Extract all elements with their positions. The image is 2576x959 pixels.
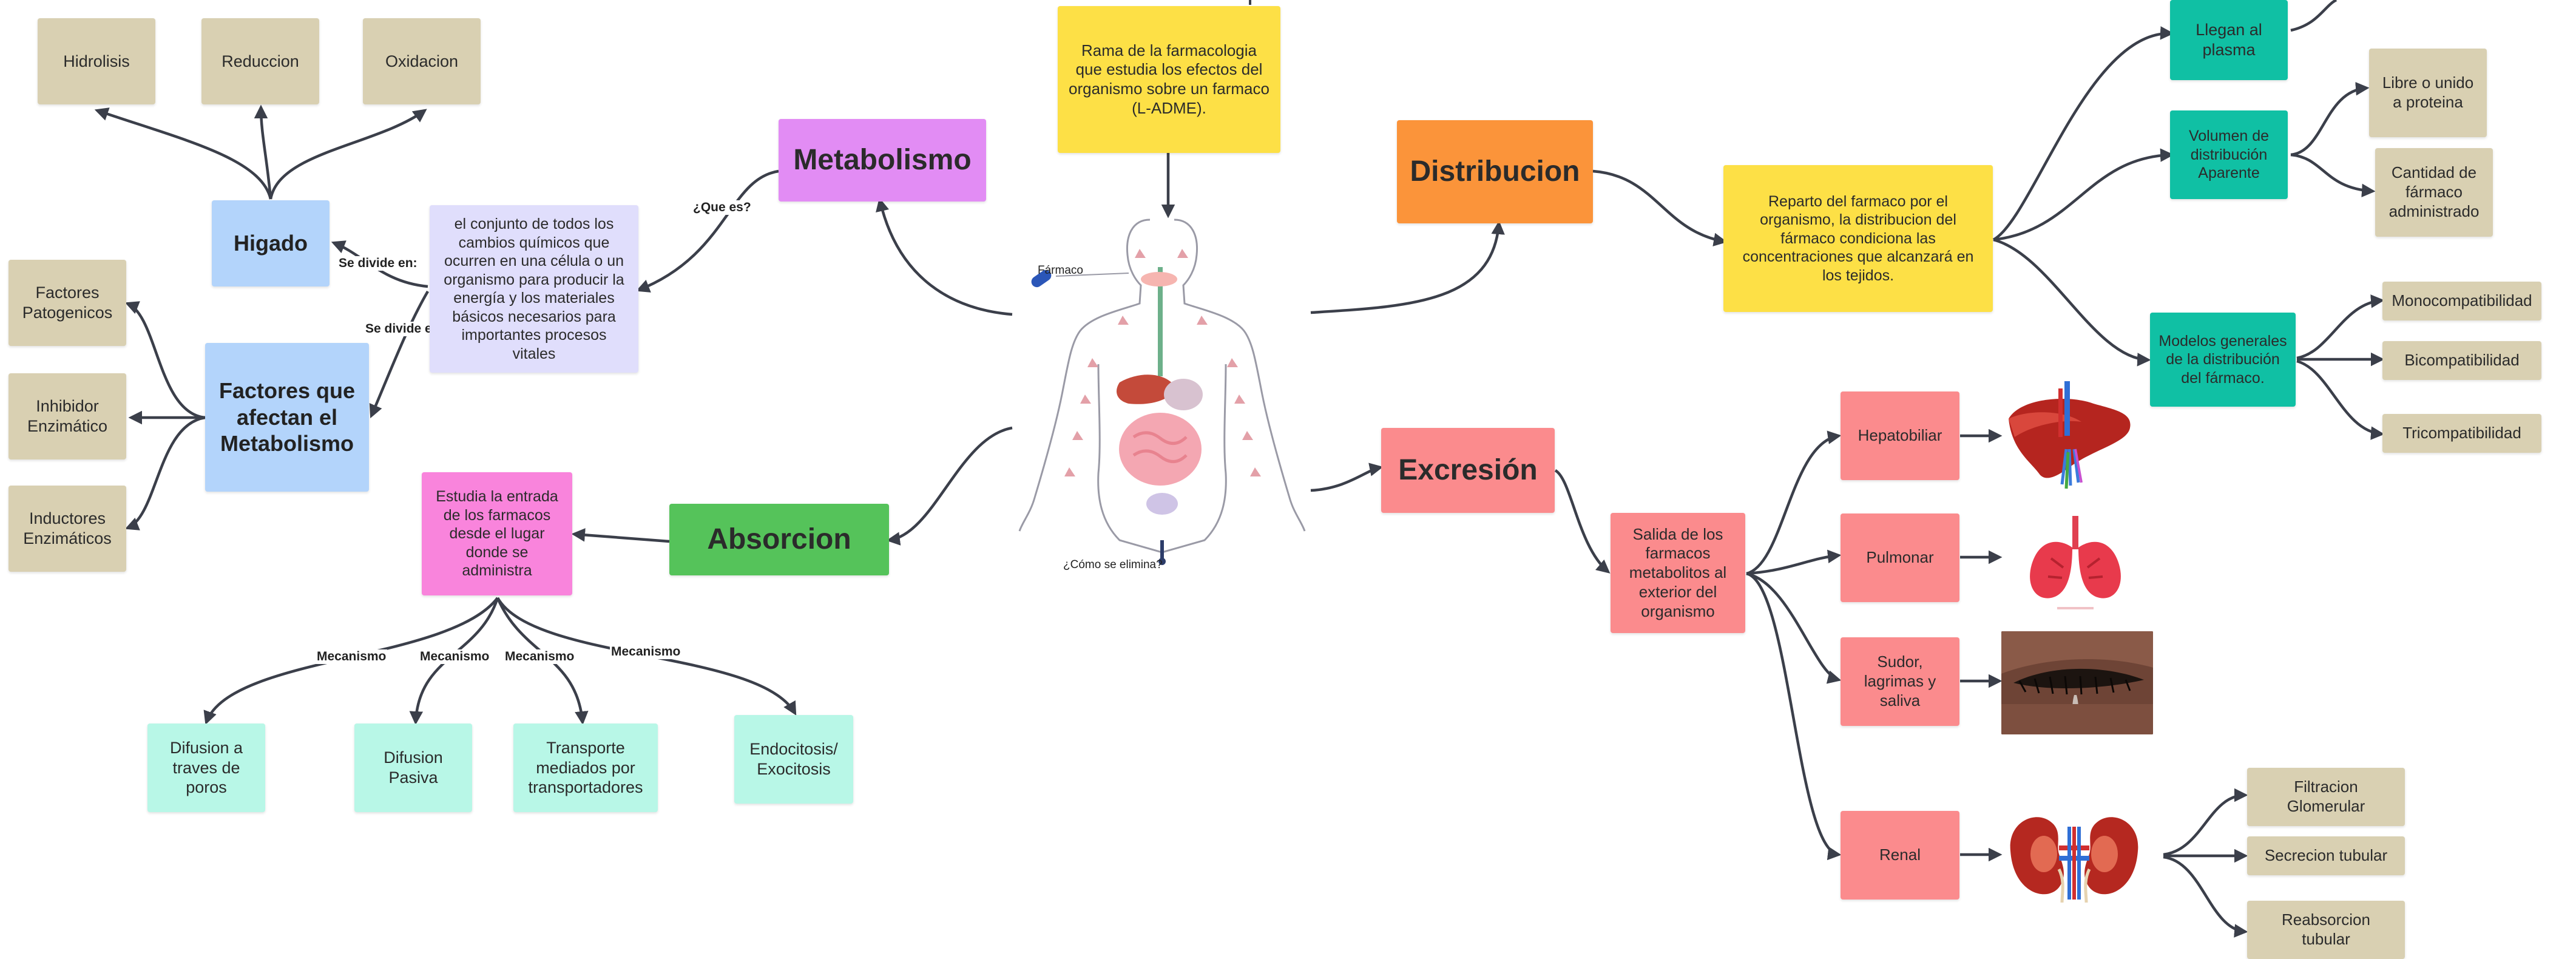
- factores-child-inhibidor[interactable]: Inhibidor Enzimático: [8, 373, 126, 459]
- center-definition-node[interactable]: Rama de la farmacologia que estudia los …: [1058, 6, 1280, 153]
- edge-label-que-es: ¿Que es?: [692, 200, 752, 215]
- metabolismo-node[interactable]: Metabolismo: [779, 119, 986, 202]
- mechanism-transporte[interactable]: Transporte mediados por transportadores: [513, 723, 658, 812]
- tear-eye-icon: [2001, 631, 2153, 734]
- human-body-icon: [1018, 219, 1306, 565]
- mechanism-endocitosis[interactable]: Endocitosis/ Exocitosis: [734, 715, 853, 804]
- absorcion-definition-node[interactable]: Estudia la entrada de los farmacos desde…: [422, 472, 572, 595]
- volumen-child-cantidad[interactable]: Cantidad de fármaco administrado: [2375, 148, 2493, 237]
- route-sudor[interactable]: Sudor, lagrimas y saliva: [1841, 637, 1959, 726]
- route-renal[interactable]: Renal: [1841, 811, 1959, 900]
- edge-label-mecanismo-2: Mecanismo: [419, 649, 491, 664]
- modelos-child-tri[interactable]: Tricompatibilidad: [2382, 414, 2541, 453]
- higado-node[interactable]: Higado: [212, 200, 330, 286]
- absorcion-node[interactable]: Absorcion: [669, 504, 889, 575]
- route-hepatobiliar[interactable]: Hepatobiliar: [1841, 391, 1959, 480]
- lungs-image: [2015, 510, 2136, 613]
- renal-child-secrecion[interactable]: Secrecion tubular: [2247, 836, 2405, 875]
- edge-label-mecanismo-1: Mecanismo: [316, 649, 388, 664]
- mechanism-difusion-poros[interactable]: Difusion a traves de poros: [147, 723, 265, 812]
- higado-child-oxidacion[interactable]: Oxidacion: [363, 18, 481, 104]
- factores-child-inductores[interactable]: Inductores Enzimáticos: [8, 486, 126, 572]
- distribucion-node[interactable]: Distribucion: [1397, 120, 1593, 223]
- excresion-definition-node[interactable]: Salida de los farmacos metabolitos al ex…: [1611, 513, 1745, 633]
- tear-eye-image: [2001, 631, 2153, 734]
- elimination-question-label: ¿Cómo se elimina?: [1063, 558, 1163, 571]
- liver-icon: [2009, 381, 2131, 489]
- kidneys-image: [2001, 802, 2147, 906]
- distribucion-definition-node[interactable]: Reparto del farmaco por el organismo, la…: [1723, 165, 1993, 312]
- edge-label-mecanismo-4: Mecanismo: [610, 645, 682, 659]
- distribucion-modelos-node[interactable]: Modelos generales de la distribución del…: [2150, 313, 2296, 407]
- mechanism-difusion-pasiva[interactable]: Difusion Pasiva: [354, 723, 472, 812]
- liver-image: [2003, 376, 2136, 498]
- drug-label: Fármaco: [1038, 264, 1083, 277]
- edge-label-se-divide-e: Se divide e: [364, 322, 433, 336]
- lungs-icon: [2030, 516, 2121, 609]
- factores-child-patogenicos[interactable]: Factores Patogenicos: [8, 260, 126, 346]
- human-body-illustration: [1001, 212, 1323, 577]
- route-pulmonar[interactable]: Pulmonar: [1841, 513, 1959, 602]
- volumen-child-libre[interactable]: Libre o unido a proteina: [2369, 49, 2487, 137]
- edge-label-se-divide-en: Se divide en:: [337, 256, 419, 271]
- higado-child-reduccion[interactable]: Reduccion: [201, 18, 319, 104]
- renal-child-filtracion[interactable]: Filtracion Glomerular: [2247, 768, 2405, 826]
- renal-child-reabsorcion[interactable]: Reabsorcion tubular: [2247, 901, 2405, 959]
- edge-label-mecanismo-3: Mecanismo: [504, 649, 576, 664]
- metabolismo-definition-node[interactable]: el conjunto de todos los cambios químico…: [430, 205, 638, 373]
- distribucion-plasma-node[interactable]: Llegan al plasma: [2170, 0, 2288, 80]
- modelos-child-mono[interactable]: Monocompatibilidad: [2382, 282, 2541, 320]
- modelos-child-bi[interactable]: Bicompatibilidad: [2382, 341, 2541, 380]
- kidneys-icon: [2010, 817, 2138, 903]
- higado-child-hidrolisis[interactable]: Hidrolisis: [38, 18, 155, 104]
- excresion-node[interactable]: Excresión: [1381, 428, 1555, 513]
- distribucion-volumen-node[interactable]: Volumen de distribución Aparente: [2170, 110, 2288, 199]
- factores-metabolismo-node[interactable]: Factores que afectan el Metabolismo: [205, 343, 369, 492]
